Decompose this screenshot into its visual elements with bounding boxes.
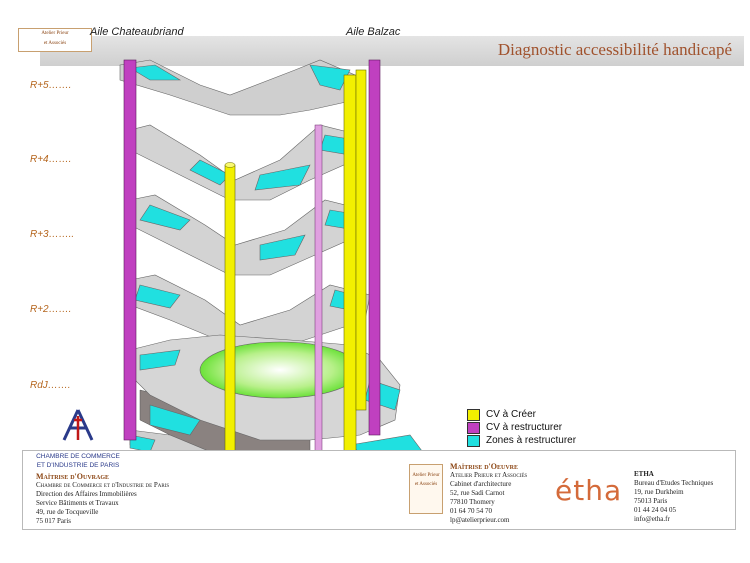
cci-name: CHAMBRE DE COMMERCE ET D'INDUSTRIE DE PA… [28,452,128,470]
logo-line-1: Atelier Prieur [41,31,69,36]
legend-label: CV à Créer [486,409,537,420]
legend-swatch-purple [467,421,480,434]
legend-swatch-yellow [467,408,480,421]
architect-heading: Maîtrise d'Oeuvre [450,462,519,471]
etha-name: ETHA [634,470,654,478]
owner-dept1: Direction des Affaires Immobilières [36,490,137,498]
firm-logo: Atelier Prieur et Associés [18,28,92,52]
architect-block: Maîtrise d'Oeuvre Atelier Prieur et Asso… [450,462,527,525]
column-purple-right [368,59,381,436]
architect-email: lp@atelierprieur.com [450,516,510,524]
architect-phone: 01 64 70 54 70 [450,507,492,515]
legend-swatch-cyan [467,434,480,447]
header-band [40,36,744,66]
owner-addr2: 75 017 Paris [36,517,71,525]
etha-logo: étha [555,474,623,507]
logo-line-2: et Associés [43,41,67,46]
wing-label-right: Aile Balzac [346,26,401,38]
column-yellow-right-a [343,74,357,476]
etha-email: info@etha.fr [634,515,670,523]
level-label-r5: R+5……. [30,80,72,91]
level-label-rdj: RdJ……. [30,380,71,391]
floor-r4 [129,124,361,201]
owner-heading: Maîtrise d'Ouvrage [36,472,110,481]
architect-stamp: Atelier Prieur et Associés [409,464,443,514]
etha-block: ETHA Bureau d'Etudes Techniques 19, rue … [634,470,713,524]
owner-addr1: 49, rue de Tocqueville [36,508,99,516]
cci-name-line1: CHAMBRE DE COMMERCE [36,453,120,460]
level-label-r4: R+4……. [30,154,72,165]
legend: CV à Créer CV à restructurer Zones à res… [467,408,576,447]
title-block [22,450,736,530]
floor-r5 [119,59,356,116]
stamp-line-1: Atelier Prieur [412,473,440,478]
page-title: Diagnostic accessibilité handicapé [497,40,732,59]
level-label-r2: R+2……. [30,304,72,315]
etha-type: Bureau d'Etudes Techniques [634,479,714,487]
legend-item-cv-restructure: CV à restructurer [467,421,576,434]
legend-item-cv-create: CV à Créer [467,408,576,421]
etha-phone: 01 44 24 04 05 [634,506,676,514]
cci-logo-icon [62,409,94,441]
legend-label: Zones à restructurer [486,435,577,446]
wing-label-left: Aile Chateaubriand [90,26,184,38]
column-pink-right [314,124,323,471]
architect-addr2: 77810 Thomery [450,498,495,506]
architect-type: Cabinet d'architecture [450,480,512,488]
building-axonometric-drawing [119,59,431,496]
column-purple-left [123,59,137,441]
owner-block: Maîtrise d'Ouvrage Chambre de Commerce e… [36,472,169,526]
column-yellow-center [224,164,236,496]
stamp-line-2: et Associés [414,482,438,487]
architect-addr1: 52, rue Sadi Carnot [450,489,505,497]
floor-r3 [129,194,366,276]
column-yellow-right-b [355,69,367,411]
etha-addr2: 75013 Paris [634,497,668,505]
owner-dept2: Service Bâtiments et Travaux [36,499,119,507]
cci-name-line2: ET D'INDUSTRIE DE PARIS [36,462,120,469]
legend-item-zones-restructure: Zones à restructurer [467,434,576,447]
level-label-r3: R+3…….. [30,229,75,240]
architect-firm: Atelier Prieur et Associés [450,471,528,479]
legend-label: CV à restructurer [486,422,563,433]
owner-org: Chambre de Commerce et d'Industrie de Pa… [36,481,170,489]
etha-addr1: 19, rue Durkheim [634,488,684,496]
